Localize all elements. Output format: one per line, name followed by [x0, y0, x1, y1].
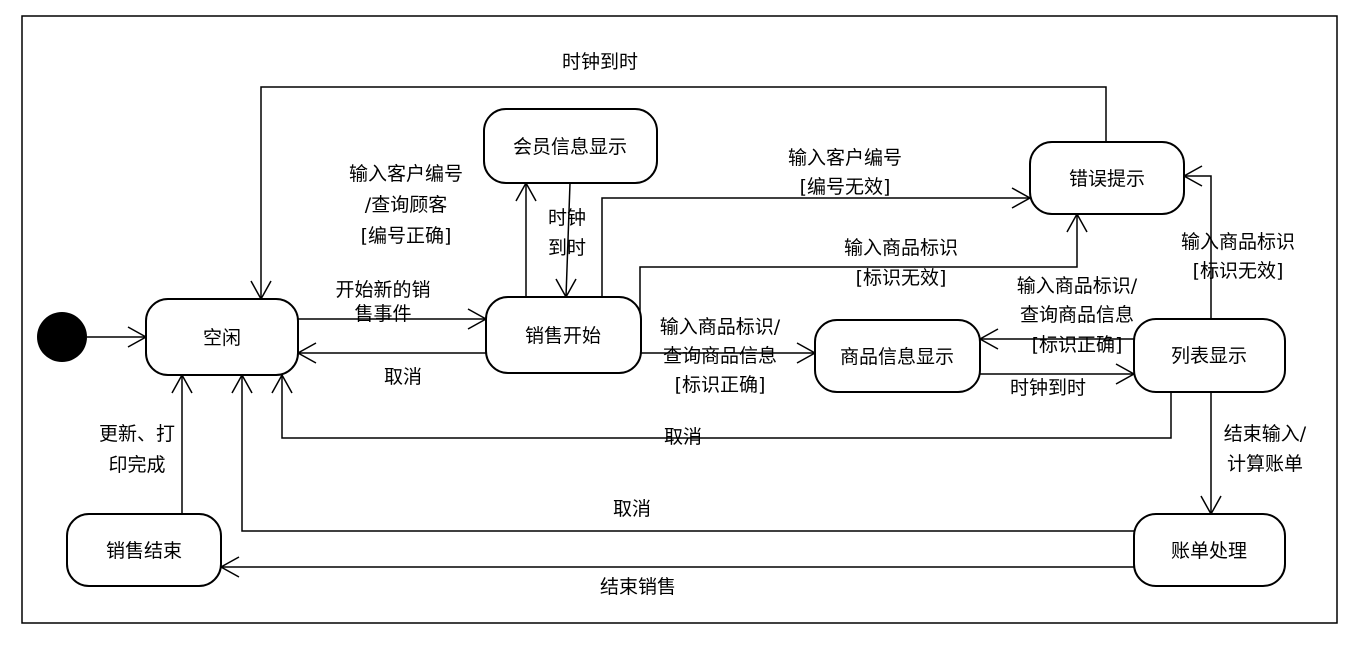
edge-salestart-to-error-customer — [601, 187, 1032, 297]
label-clock-timeout-top: 时钟到时 — [562, 51, 638, 73]
edge-bill-to-idle-cancel — [231, 373, 1134, 532]
label-input-customer-invalid-line2: [编号无效] — [800, 176, 891, 198]
state-product-info-label: 商品信息显示 — [840, 346, 954, 368]
label-input-customer-invalid-line1: 输入客户编号 — [788, 147, 902, 169]
label-input-customer-line2: /查询顾客 — [365, 194, 447, 216]
state-error-prompt[interactable]: 错误提示 — [1029, 141, 1185, 215]
diagram-frame — [21, 15, 1338, 624]
label-clock-product-list: 时钟到时 — [1010, 377, 1086, 399]
label-update-print-line1: 更新、打 — [99, 423, 175, 445]
label-input-customer-line1: 输入客户编号 — [349, 163, 463, 185]
label-list-input-product-line2: 查询商品信息 — [1020, 304, 1134, 326]
label-update-print-line2: 印完成 — [108, 454, 165, 476]
label-input-customer-line3: [编号正确] — [361, 225, 452, 247]
state-idle[interactable]: 空闲 — [145, 298, 299, 376]
label-end-sale: 结束销售 — [600, 576, 676, 598]
edge-bill-to-saleend — [219, 556, 1134, 578]
label-input-product-valid-line2: 查询商品信息 — [663, 345, 777, 367]
state-bill-processing-label: 账单处理 — [1171, 540, 1247, 562]
edge-salestart-to-idle-cancel — [296, 342, 486, 364]
label-cancel-bill: 取消 — [613, 498, 651, 520]
state-sale-end-label: 销售结束 — [106, 540, 182, 562]
label-list-input-product-line1: 输入商品标识/ — [1017, 275, 1138, 297]
edge-list-to-bill — [1200, 392, 1222, 516]
state-sale-start[interactable]: 销售开始 — [485, 296, 642, 374]
edge-salestart-to-member — [515, 181, 537, 297]
state-sale-end[interactable]: 销售结束 — [66, 513, 222, 587]
state-error-prompt-label: 错误提示 — [1069, 168, 1145, 190]
state-list-display[interactable]: 列表显示 — [1133, 318, 1286, 393]
state-sale-start-label: 销售开始 — [525, 325, 601, 347]
label-end-input-line2: 计算账单 — [1227, 453, 1303, 475]
state-member-info[interactable]: 会员信息显示 — [483, 108, 658, 184]
label-input-product-valid-line3: [标识正确] — [675, 374, 766, 396]
label-input-product-invalid-line1: 输入商品标识 — [844, 237, 958, 259]
label-clock-member-line1: 时钟 — [548, 207, 586, 229]
label-list-input-invalid-line2: [标识无效] — [1193, 260, 1284, 282]
state-idle-label: 空闲 — [203, 327, 241, 349]
label-cancel-list: 取消 — [664, 426, 702, 448]
state-list-display-label: 列表显示 — [1171, 345, 1247, 367]
state-member-info-label: 会员信息显示 — [513, 136, 627, 158]
label-list-input-invalid-line1: 输入商品标识 — [1181, 231, 1295, 253]
label-clock-member-line2: 到时 — [548, 237, 586, 259]
label-start-new-sale-line1: 开始新的销 — [335, 279, 430, 301]
label-start-new-sale-line2: 售事件 — [354, 303, 411, 325]
label-input-product-invalid-line2: [标识无效] — [856, 267, 947, 289]
initial-state — [37, 312, 87, 362]
edge-initial-to-idle — [87, 326, 148, 348]
label-input-product-valid-line1: 输入商品标识/ — [660, 316, 781, 338]
label-end-input-line1: 结束输入/ — [1224, 423, 1307, 445]
label-cancel-to-idle: 取消 — [384, 366, 422, 388]
state-product-info[interactable]: 商品信息显示 — [814, 319, 981, 393]
label-list-input-product-line3: [标识正确] — [1032, 334, 1123, 356]
state-bill-processing[interactable]: 账单处理 — [1133, 513, 1286, 587]
